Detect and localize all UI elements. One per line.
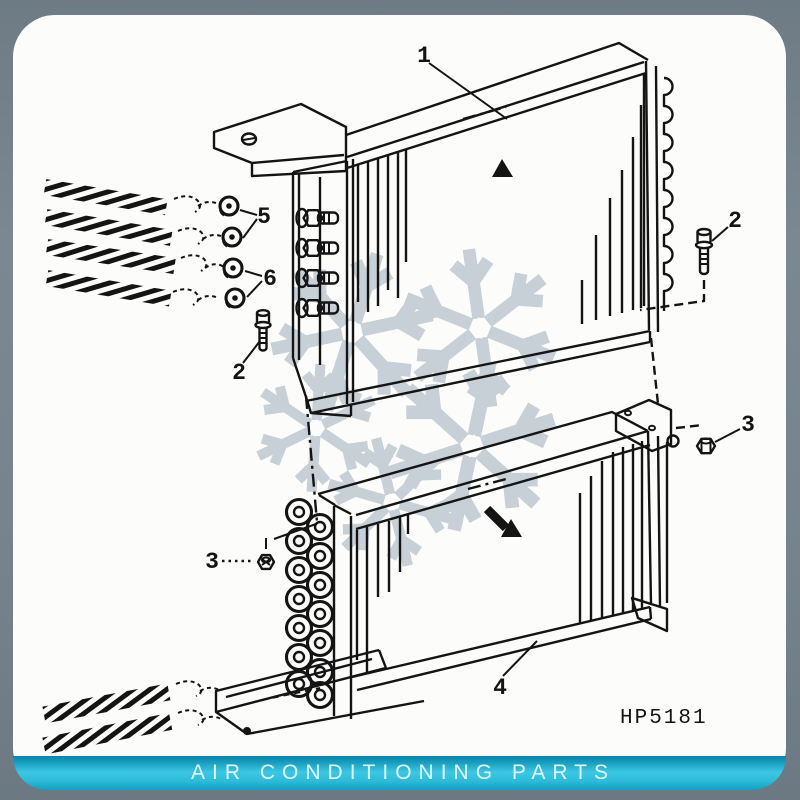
bolt-part2-left: [254, 309, 272, 352]
banner-title: AIR CONDITIONING PARTS: [191, 761, 615, 784]
hose-lines-top: [43, 179, 225, 307]
upper-fins: [356, 74, 646, 324]
drain-tray: [214, 648, 425, 736]
upper-mounting-bracket: [212, 102, 348, 178]
lower-fins: [355, 441, 644, 673]
washers-part5: [218, 195, 243, 248]
nut-part3-right: [695, 437, 717, 455]
callout-2-left: 2: [232, 360, 246, 386]
lower-bracket-foot: [630, 596, 669, 633]
assembly-guide-lines: [222, 280, 706, 563]
callout-2-right: 2: [728, 208, 742, 234]
hose-lines-bottom: [42, 680, 222, 755]
lower-heat-exchanger-drawing: [214, 398, 680, 736]
washers-part6: [222, 257, 246, 309]
callout-1: 1: [417, 43, 431, 69]
callout-3-left: 3: [205, 549, 219, 575]
callout-5: 5: [257, 204, 271, 230]
callout-leaders: [239, 62, 741, 677]
brand-banner: AIR CONDITIONING PARTS: [13, 756, 786, 790]
callout-4: 4: [493, 675, 507, 701]
callout-6: 6: [263, 266, 277, 292]
airflow-arrow-upper: [492, 159, 513, 177]
airflow-arrow-lower: [483, 505, 522, 537]
part-code: HP5181: [620, 707, 708, 730]
upper-heat-exchanger-drawing: [212, 41, 674, 418]
port-fittings: [295, 207, 340, 319]
nut-part3-left: [256, 553, 276, 571]
coil-u-bends: [284, 497, 335, 710]
bolt-part2-right: [694, 227, 714, 276]
callout-3-right: 3: [741, 412, 755, 438]
lower-mounting-bracket: [614, 398, 680, 453]
